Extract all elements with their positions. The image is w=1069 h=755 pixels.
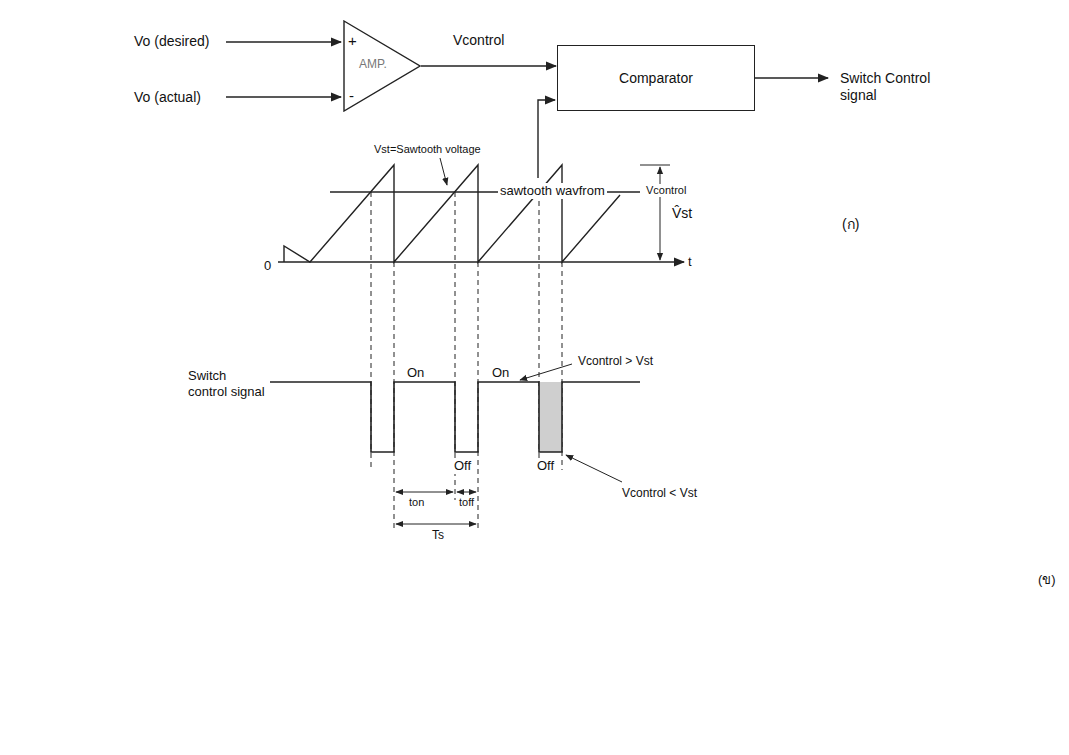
figure-tag: (ข) xyxy=(1036,572,1058,588)
projection-lines xyxy=(371,192,562,530)
sawtooth-wave xyxy=(284,165,620,262)
sawtooth-wire xyxy=(538,100,555,178)
signal-arrow xyxy=(421,65,556,66)
condition-note: Vcontrol > Vst xyxy=(576,354,655,368)
amplitude-label: V̂st xyxy=(670,205,694,222)
time-label: toff xyxy=(457,496,476,509)
origin-label: 0 xyxy=(262,258,273,274)
condition-note: Vcontrol < Vst xyxy=(620,486,699,500)
axis-label: t xyxy=(686,254,694,270)
level-label: Vcontrol xyxy=(644,184,688,197)
box-label: Comparator xyxy=(619,70,693,86)
signal-name: Switch control signal xyxy=(186,368,270,399)
figure-tag: (ก) xyxy=(840,216,861,233)
output-wire xyxy=(755,77,828,78)
state-label: On xyxy=(405,365,426,381)
time-axis xyxy=(278,261,684,262)
comparator-box: Comparator xyxy=(557,45,755,111)
input-wire xyxy=(226,96,341,97)
amplitude-dimension xyxy=(660,167,661,260)
input-wire xyxy=(226,41,341,42)
input-label: Vo (desired) xyxy=(132,33,211,50)
signal-name: sawtooth wavfrom xyxy=(498,183,607,199)
terminal-sign: - xyxy=(349,87,354,104)
period-label: Ts xyxy=(430,528,446,542)
time-label: ton xyxy=(407,496,426,509)
switch-signal xyxy=(240,382,640,452)
state-label: Off xyxy=(535,458,556,474)
amplifier-label: AMP. xyxy=(359,58,387,72)
edge-label: Vcontrol xyxy=(451,32,506,49)
state-label: Off xyxy=(452,458,473,474)
input-label: Vo (actual) xyxy=(132,89,203,106)
terminal-sign: + xyxy=(348,32,357,49)
state-label: On xyxy=(490,365,511,381)
signal-name: Switch Control signal xyxy=(838,70,952,104)
callout-text: Vst=Sawtooth voltage xyxy=(372,143,483,156)
amplifier-triangle: + - AMP. xyxy=(343,20,421,112)
